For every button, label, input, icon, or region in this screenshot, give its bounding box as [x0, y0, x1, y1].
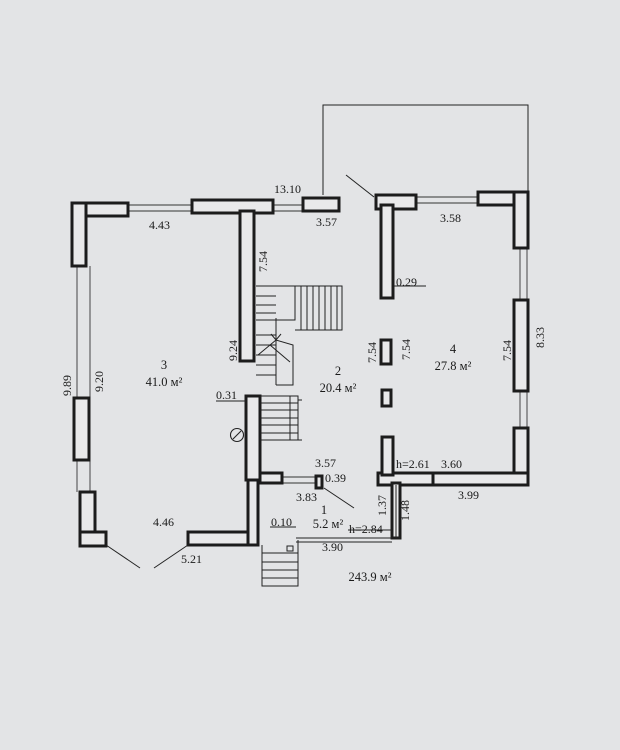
total-area: 243.9 м² [349, 570, 392, 584]
pier-lower [380, 435, 395, 477]
dim-room1-top: 3.83 [296, 490, 317, 504]
pier-upper [379, 338, 393, 366]
dim-room4-right-inner: 7.54 [500, 340, 514, 361]
dim-stub-width: 0.29 [396, 275, 417, 289]
dim-left-outer: 9.89 [60, 375, 74, 396]
window-right-upper [519, 248, 528, 300]
door-swing-terrace [345, 174, 375, 198]
dim-small-a: 0.39 [325, 471, 346, 485]
room-2-area: 20.4 м² [320, 381, 357, 395]
dim-height-b: h=2.84 [349, 522, 383, 536]
exterior-walls [70, 190, 530, 548]
dim-room3-bottom-outer: 5.21 [181, 552, 202, 566]
window-bottom-entry [282, 476, 318, 484]
room-2-number: 2 [335, 364, 341, 378]
pier-middle [380, 388, 393, 408]
room-3-number: 3 [161, 358, 167, 372]
room-4-label: 4 27.8 м² [435, 342, 472, 373]
dim-pier-a: 7.54 [365, 342, 379, 363]
window-top-right [416, 196, 478, 204]
staircase-lower [260, 395, 302, 441]
entrance-steps [261, 537, 392, 587]
dimension-labels: 13.10 4.43 3.57 3.58 9.89 9.20 7.54 9.24… [60, 182, 547, 566]
dim-room3-top: 4.43 [149, 218, 170, 232]
dim-vert-a: 1.37 [375, 495, 389, 516]
dim-left-inner: 9.20 [92, 371, 106, 392]
dim-pier-b: 7.54 [399, 339, 413, 360]
room-2-label: 2 20.4 м² [320, 364, 357, 395]
staircase-upper [256, 285, 343, 386]
dim-room2-wall-upper: 7.54 [256, 251, 270, 272]
dim-vert-b: 1.48 [398, 500, 412, 521]
small-pillar [314, 474, 324, 490]
door-swing-right-corner [153, 544, 189, 569]
interior-walls [238, 203, 395, 490]
window-top-middle [273, 204, 303, 212]
dim-room3-bottom: 4.46 [153, 515, 174, 529]
dim-room2-wall-lower: 9.24 [226, 340, 240, 361]
dim-entry-small: 0.10 [271, 515, 292, 529]
chimney-icon [229, 427, 245, 443]
dim-room2-top: 3.57 [316, 215, 337, 229]
window-left-upper [76, 266, 91, 398]
room-4-number: 4 [450, 342, 457, 356]
window-left-lower [76, 460, 91, 492]
window-top-left [128, 204, 192, 212]
room-3-area: 41.0 м² [146, 375, 183, 389]
room-1-area: 5.2 м² [313, 517, 344, 531]
dim-room4-bottom-outer: 3.99 [458, 488, 479, 502]
room-4-area: 27.8 м² [435, 359, 472, 373]
door-swing-room-1 [323, 487, 355, 509]
window-right-lower [519, 391, 528, 428]
room-1-number: 1 [321, 503, 327, 517]
dim-room4-bottom-inner: 3.60 [441, 457, 462, 471]
dim-step-left: 0.31 [216, 388, 237, 402]
terrace-outline [322, 104, 529, 195]
dim-right-outer: 8.33 [533, 327, 547, 348]
room-3-label: 3 41.0 м² [146, 358, 183, 389]
door-swing-left-corner [105, 544, 141, 569]
dim-height-a: h=2.61 [396, 457, 430, 471]
room-1-label: 1 5.2 м² [313, 503, 344, 531]
dim-room1-bottom: 3.90 [322, 540, 343, 554]
dim-top-total: 13.10 [274, 182, 301, 196]
dim-room4-top: 3.58 [440, 211, 461, 225]
dim-room2-bottom: 3.57 [315, 456, 336, 470]
